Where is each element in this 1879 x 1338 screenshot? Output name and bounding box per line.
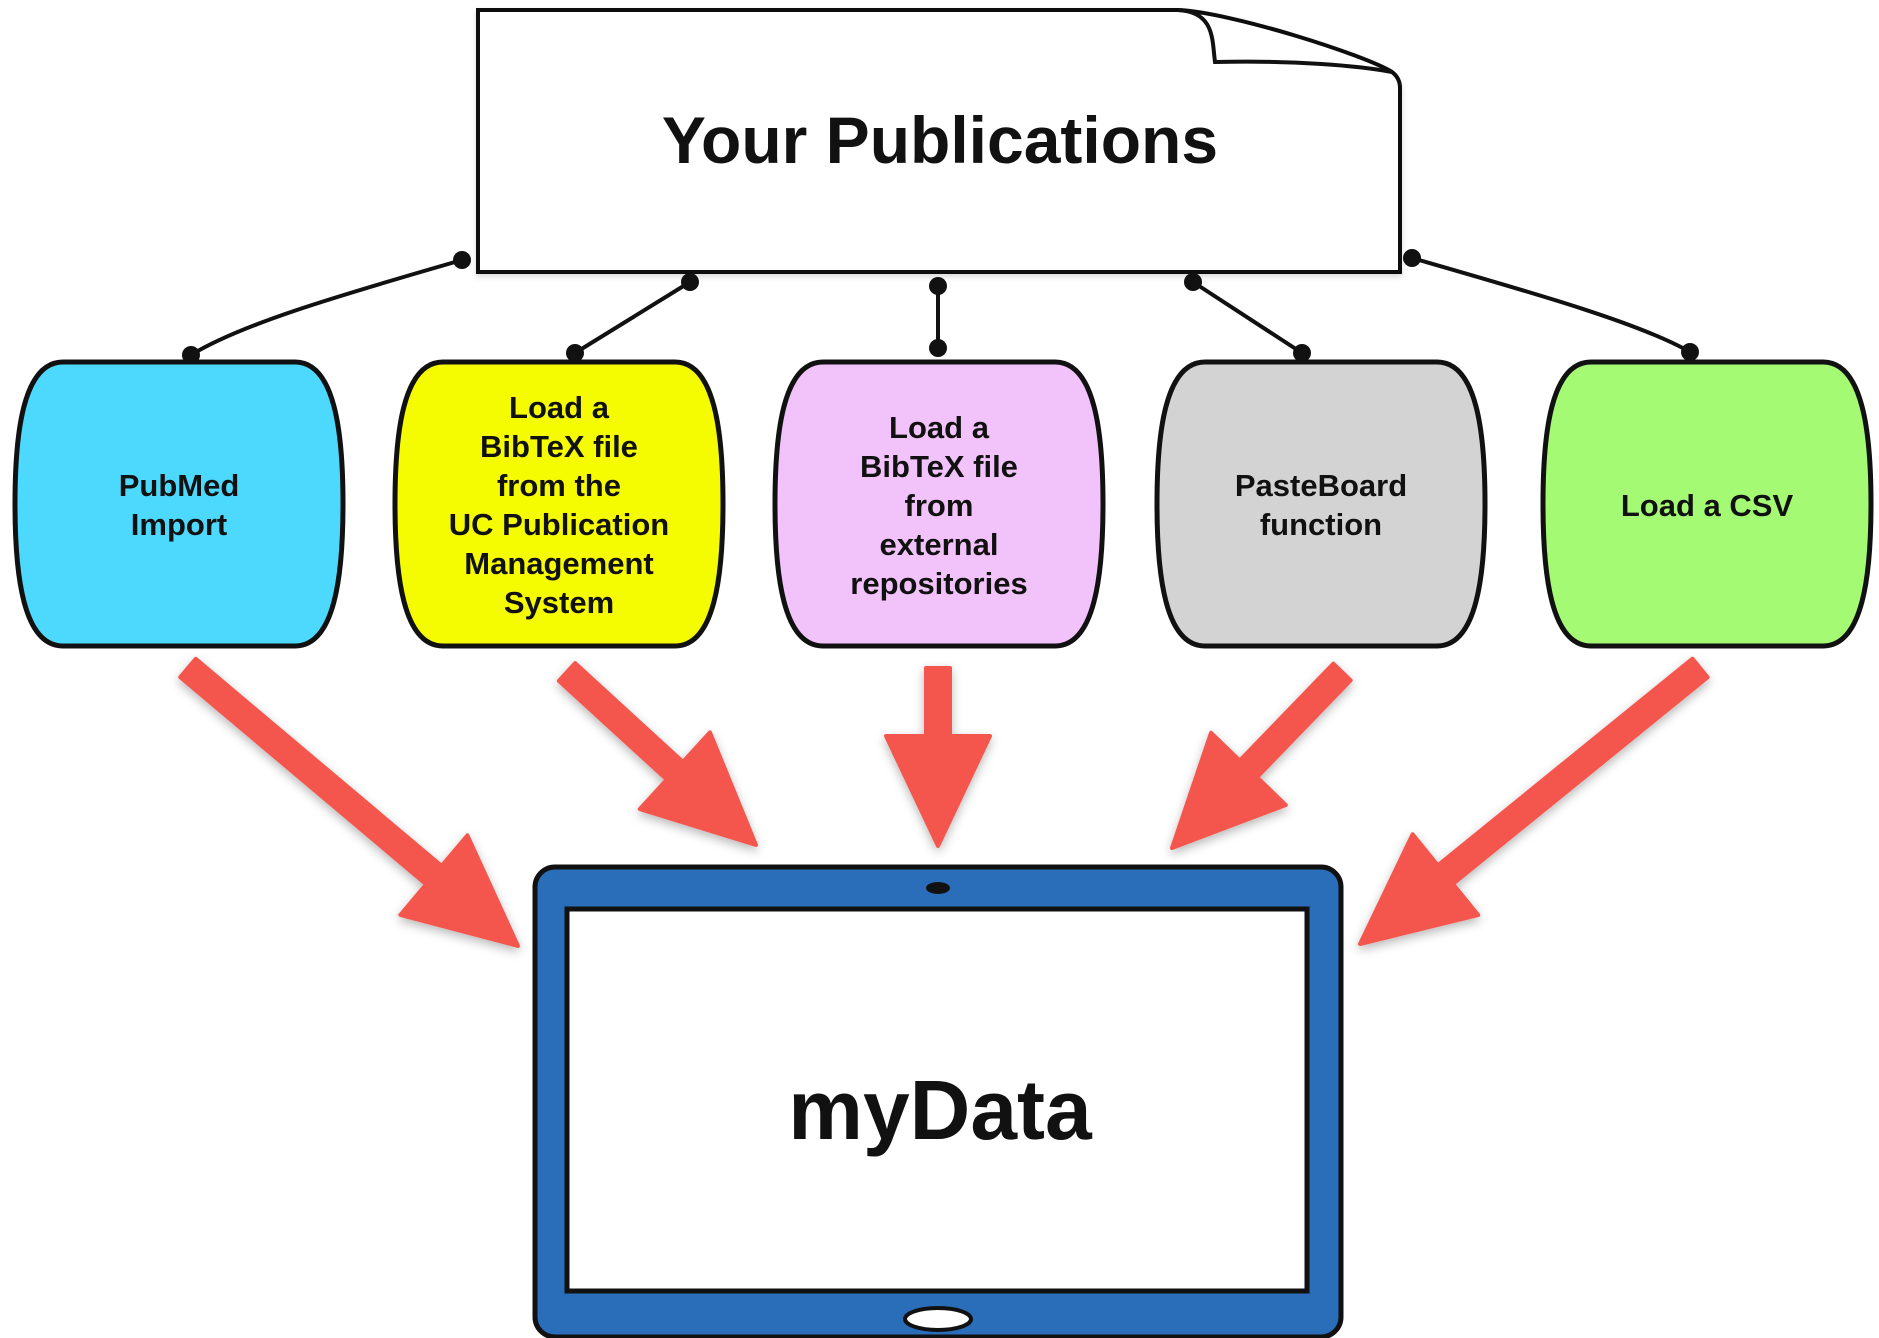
mydata-tablet xyxy=(532,864,1344,1338)
source-pasteboard xyxy=(1154,359,1488,649)
connector-csv xyxy=(1411,256,1692,354)
connector-dot xyxy=(929,277,947,295)
connector-pasteboard xyxy=(1191,280,1304,355)
publications-title: Your Publications xyxy=(661,103,1219,177)
connector-uc-bibtex xyxy=(573,280,692,355)
source-label-pubmed: PubMed Import xyxy=(118,468,240,542)
tablet-camera xyxy=(926,882,950,894)
tablet-home-button xyxy=(903,1306,973,1332)
source-uc-bibtex xyxy=(392,359,726,649)
mydata-label: myData xyxy=(788,1062,1092,1157)
source-external-bibtex xyxy=(772,359,1106,649)
source-label-pasteboard: PasteBoard function xyxy=(1234,468,1408,542)
source-label-external-bibtex: Load a BibTeX file from external reposit… xyxy=(850,409,1028,601)
document-connectors xyxy=(189,256,1692,357)
connector-dot xyxy=(1293,344,1311,362)
source-csv xyxy=(1540,359,1874,649)
connector-dot xyxy=(453,251,471,269)
arrow-from-external-bibtex xyxy=(884,666,992,848)
flow-arrows xyxy=(178,656,1710,948)
source-shapes xyxy=(12,359,1874,649)
connector-dot xyxy=(1184,273,1202,291)
arrow-from-uc-bibtex xyxy=(556,661,758,847)
source-pubmed xyxy=(12,359,346,649)
connector-dot xyxy=(681,273,699,291)
arrow-from-pasteboard xyxy=(1170,661,1353,850)
connector-dots xyxy=(182,249,1699,364)
connector-pubmed xyxy=(189,258,463,357)
connector-dot xyxy=(1681,343,1699,361)
tablet-screen xyxy=(564,906,1310,1294)
connector-dot xyxy=(566,344,584,362)
connector-dot xyxy=(1403,249,1421,267)
source-label-uc-bibtex: Load a BibTeX file from the UC Publicati… xyxy=(448,390,670,620)
arrow-from-csv xyxy=(1358,656,1710,946)
source-label-csv: Load a CSV xyxy=(1620,487,1794,523)
arrow-from-pubmed xyxy=(178,656,520,948)
publications-document xyxy=(476,8,1402,274)
connector-dot xyxy=(929,339,947,357)
